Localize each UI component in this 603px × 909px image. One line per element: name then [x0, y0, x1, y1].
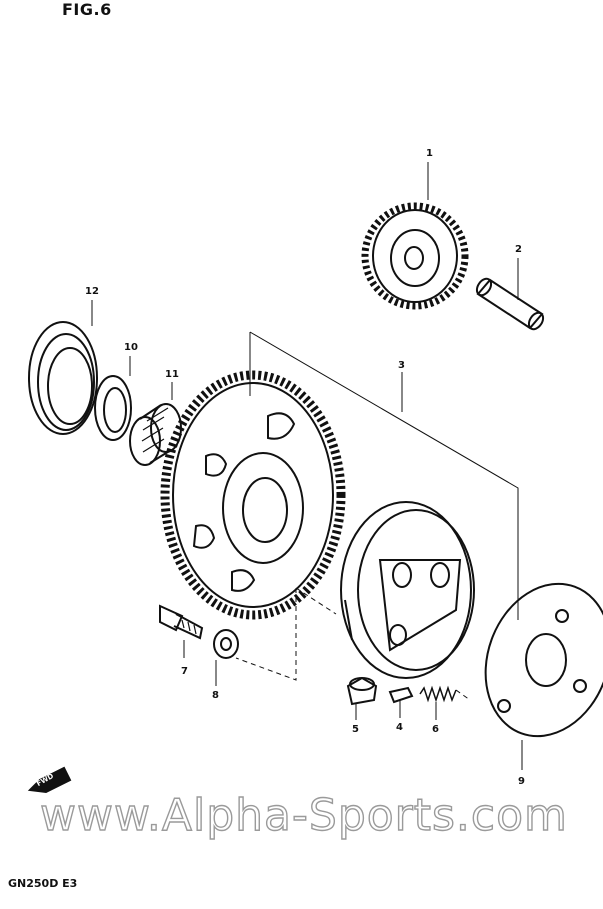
callout-11: 11	[165, 369, 179, 380]
callout-9: 9	[518, 776, 525, 787]
part-1-gear	[361, 202, 469, 310]
leader-lines	[91, 162, 523, 770]
forward-direction-arrow	[27, 766, 72, 794]
part-12-seal	[28, 321, 98, 435]
part-11-bearing	[129, 403, 182, 466]
part-10-washer	[94, 375, 132, 441]
callout-3: 3	[398, 360, 405, 371]
part-9-plate	[484, 582, 603, 738]
watermark-text: www.Alpha-Sports.com	[39, 789, 568, 841]
part-4-plunger	[388, 686, 414, 704]
callout-12: 12	[85, 286, 99, 297]
part-2-shaft	[475, 277, 545, 331]
callout-10: 10	[124, 342, 138, 353]
callout-8: 8	[212, 690, 219, 701]
callout-5: 5	[352, 724, 359, 735]
clutch-housing	[340, 501, 475, 679]
part-8-washer	[213, 629, 239, 659]
part-7-bolt	[159, 604, 204, 640]
callout-2: 2	[515, 244, 522, 255]
callout-4: 4	[396, 722, 403, 733]
callout-6: 6	[432, 724, 439, 735]
part-6-spring	[419, 685, 457, 703]
part-5-roller	[346, 676, 378, 706]
part-3-large-gear	[160, 370, 346, 620]
model-code: GN250D E3	[8, 877, 78, 890]
callout-1: 1	[426, 148, 433, 159]
callout-7: 7	[181, 666, 188, 677]
figure-title: FIG.6	[62, 0, 112, 19]
